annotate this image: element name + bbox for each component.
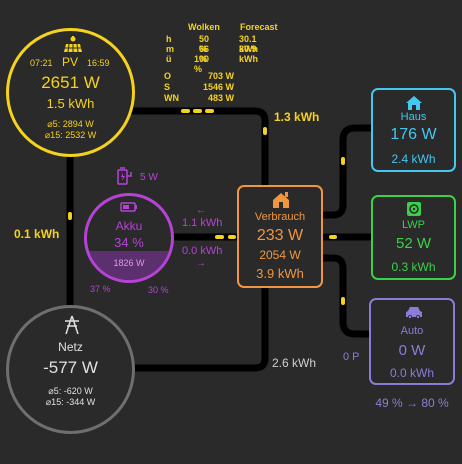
line-verbrauch-auto xyxy=(319,254,374,338)
haus-node[interactable]: Haus 176 W 2.4 kWh xyxy=(371,88,456,172)
netz-avg5: ⌀5: -620 W xyxy=(48,386,93,396)
flow-dot xyxy=(68,212,72,220)
flow-netz-verbrauch-label: 2.6 kWh xyxy=(272,356,317,370)
line-netz-verbrauch xyxy=(129,285,269,372)
car-icon xyxy=(406,307,422,319)
battery-icon xyxy=(120,202,137,212)
akku-discharge-energy: 0.0 kWh xyxy=(182,245,223,257)
haus-power: 176 W xyxy=(390,126,437,143)
flow-dot xyxy=(263,127,267,135)
line-verbrauch-haus xyxy=(319,124,376,219)
power-pylon-icon xyxy=(65,315,79,335)
pv-power: 2651 W xyxy=(41,73,100,92)
home-consumption-icon xyxy=(273,192,289,208)
akku-left-pct: 37 % xyxy=(90,284,111,294)
flow-pv-netz-label: 0.1 kWh xyxy=(14,227,60,241)
verbrauch-node[interactable]: Verbrauch 233 W 2054 W 3.9 kWh xyxy=(237,185,323,288)
flow-dot xyxy=(181,109,190,113)
netz-label: Netz xyxy=(58,340,83,354)
flow-pv-verbrauch-label: 1.3 kWh xyxy=(274,110,320,124)
weather-header: Wolken xyxy=(188,22,220,32)
flow-dot xyxy=(215,235,224,239)
akku-discharge-arrow: → xyxy=(196,258,206,269)
pv-avg5: ⌀5: 2894 W xyxy=(47,119,94,129)
verbrauch-energy: 3.9 kWh xyxy=(256,266,304,281)
verbrauch-power: 233 W xyxy=(256,227,304,244)
pv-sunset: 16:59 xyxy=(87,58,110,68)
lwp-power: 52 W xyxy=(395,235,431,252)
netz-power: -577 W xyxy=(43,358,98,377)
pv-energy: 1.5 kWh xyxy=(46,96,95,111)
verbrauch-power2: 2054 W xyxy=(259,248,301,262)
akku-node[interactable]: Akku 34 % 1826 W xyxy=(84,193,174,283)
pv-avg15: ⌀15: 2532 W xyxy=(44,130,97,140)
pv-label: PV xyxy=(62,55,79,69)
netz-node[interactable]: Netz -577 W ⌀5: -620 W ⌀15: -344 W xyxy=(6,305,135,434)
haus-energy: 2.4 kWh xyxy=(391,152,436,166)
akku-extra-power: 5 W xyxy=(140,172,158,183)
pv-node[interactable]: 07:21 PV 16:59 2651 W 1.5 kWh ⌀5: 2894 W… xyxy=(6,28,135,157)
battery-charging-icon xyxy=(117,167,132,185)
haus-label: Haus xyxy=(400,111,427,123)
flow-dot xyxy=(341,157,345,165)
forecast-header: Forecast xyxy=(240,22,278,32)
pv-sunrise: 07:21 xyxy=(30,58,53,68)
akku-charge-arrow: ← xyxy=(196,205,206,216)
line-pv-verbrauch xyxy=(121,107,269,190)
flow-dot xyxy=(228,235,236,239)
lwp-label: LWP xyxy=(401,219,426,231)
verbrauch-label: Verbrauch xyxy=(254,211,306,223)
flow-dot xyxy=(193,109,202,113)
auto-power: 0 W xyxy=(398,342,426,359)
house-icon xyxy=(406,96,422,110)
auto-node[interactable]: Auto 0 W 0.0 kWh xyxy=(369,298,455,385)
flow-dot xyxy=(341,297,345,305)
flow-dot xyxy=(205,109,214,113)
akku-soc: 34 % xyxy=(114,235,144,250)
akku-charge-energy: 1.1 kWh xyxy=(182,217,223,229)
akku-soc-fill xyxy=(87,251,171,280)
auto-label: Auto xyxy=(400,325,424,337)
lwp-energy: 0.3 kWh xyxy=(391,260,436,274)
heat-pump-icon xyxy=(407,202,421,216)
lwp-node[interactable]: LWP 52 W 0.3 kWh xyxy=(371,195,456,280)
akku-power: 1826 W xyxy=(113,258,145,268)
auto-flow-label: 0 P xyxy=(343,351,360,363)
akku-right-pct: 30 % xyxy=(148,285,169,295)
netz-avg15: ⌀15: -344 W xyxy=(45,397,96,407)
solar-panel-icon xyxy=(64,36,82,53)
auto-energy: 0.0 kWh xyxy=(389,366,434,380)
akku-label: Akku xyxy=(115,219,143,233)
auto-soc-range: 49 % → 80 % xyxy=(375,396,449,410)
flow-dot xyxy=(329,235,337,239)
